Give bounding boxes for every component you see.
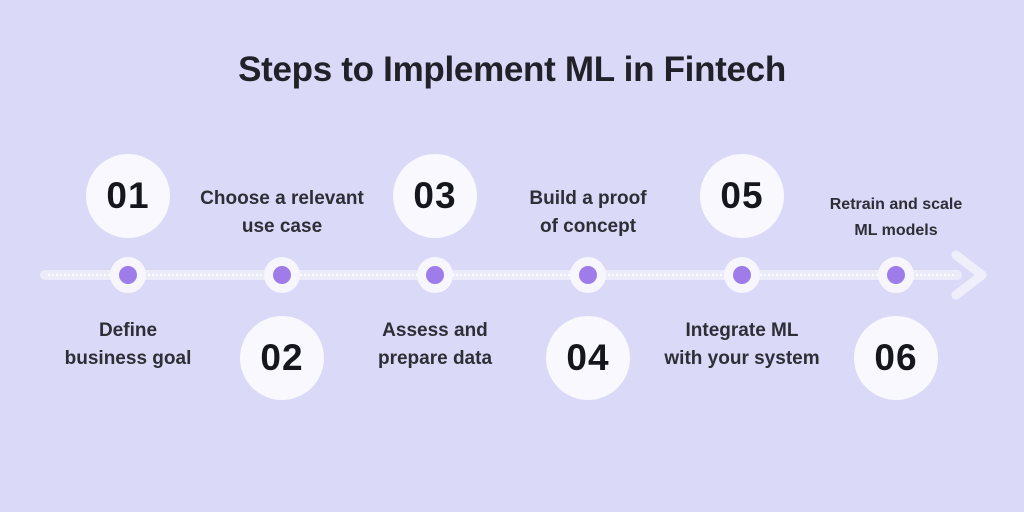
timeline-dot-02 xyxy=(264,257,300,293)
step-label-01-line2: business goal xyxy=(64,348,192,369)
timeline-dot-01 xyxy=(110,257,146,293)
timeline-line-dashes xyxy=(48,274,954,276)
step-label-01: Define business goal xyxy=(65,317,192,373)
step-label-04-line1: Build a proof xyxy=(529,188,647,209)
step-number-03: 03 xyxy=(413,175,457,216)
step-circle-02: 02 xyxy=(240,316,324,400)
step-number-01: 01 xyxy=(106,175,150,216)
step-circle-05: 05 xyxy=(700,154,784,238)
step-number-04: 04 xyxy=(566,337,610,378)
step-number-02: 02 xyxy=(260,337,304,378)
step-label-05-line2: with your system xyxy=(664,348,820,369)
step-label-02: Choose a relevant use case xyxy=(200,185,364,241)
timeline-dot-06 xyxy=(878,257,914,293)
step-label-02-line1: Choose a relevant xyxy=(200,188,364,209)
step-circle-01: 01 xyxy=(86,154,170,238)
page-title: Steps to Implement ML in Fintech xyxy=(238,50,786,89)
step-label-06: Retrain and scale ML models xyxy=(830,192,963,244)
step-circle-04: 04 xyxy=(546,316,630,400)
step-label-05: Integrate ML with your system xyxy=(664,317,819,373)
step-circle-03: 03 xyxy=(393,154,477,238)
step-label-06-line1: Retrain and scale xyxy=(829,196,963,213)
step-label-04-line2: of concept xyxy=(539,216,637,237)
step-label-01-line1: Define xyxy=(98,320,158,341)
step-label-05-line1: Integrate ML xyxy=(685,320,799,341)
step-label-04: Build a proof of concept xyxy=(529,185,646,241)
arrow-head-icon xyxy=(951,250,987,300)
step-label-06-line2: ML models xyxy=(854,222,938,239)
timeline-dot-04 xyxy=(570,257,606,293)
step-label-03-line1: Assess and xyxy=(382,320,488,341)
step-label-03-line2: prepare data xyxy=(377,348,493,369)
timeline-dot-05 xyxy=(724,257,760,293)
step-number-06: 06 xyxy=(874,337,918,378)
step-label-02-line2: use case xyxy=(241,216,323,237)
timeline-dot-03 xyxy=(417,257,453,293)
timeline-line xyxy=(40,270,962,280)
step-circle-06: 06 xyxy=(854,316,938,400)
step-number-05: 05 xyxy=(720,175,764,216)
step-label-03: Assess and prepare data xyxy=(378,317,492,373)
